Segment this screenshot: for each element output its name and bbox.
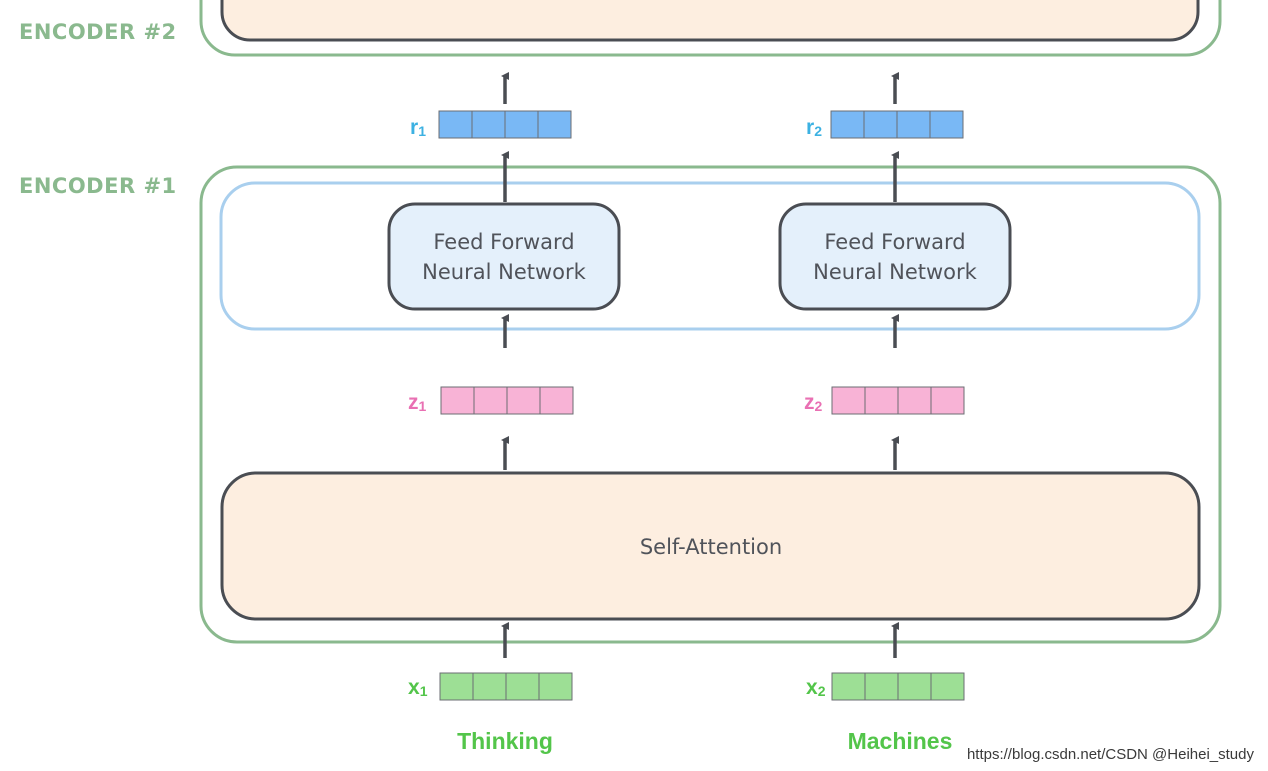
label-x2-sub: 2	[818, 683, 826, 699]
vector-z2	[831, 386, 965, 415]
label-x1-sub: 1	[420, 683, 428, 699]
label-r1: r1	[410, 116, 426, 139]
vec-r2-cell	[929, 110, 964, 139]
label-z2-sub: 2	[815, 398, 823, 414]
ffn-left-line1: Feed Forward	[433, 230, 574, 254]
vector-x2	[831, 672, 965, 701]
vec-x1-cell	[439, 672, 474, 701]
label-x2: x2	[806, 676, 826, 699]
vector-x1	[439, 672, 573, 701]
encoder2-attention-box	[220, 0, 1200, 42]
label-x1: x1	[408, 676, 428, 699]
label-z1-sub: 1	[419, 398, 427, 414]
vec-x1-cell	[505, 672, 540, 701]
ffn-right-line2: Neural Network	[813, 260, 977, 284]
label-z1-letter: z	[408, 391, 419, 414]
encoder2-label: ENCODER #2	[19, 20, 177, 44]
vector-r1	[438, 110, 572, 139]
vec-z2-cell	[864, 386, 899, 415]
vec-r1-cell	[438, 110, 473, 139]
label-r2-letter: r	[806, 116, 814, 139]
vec-z2-cell	[897, 386, 932, 415]
vec-z2-cell	[930, 386, 965, 415]
vec-r2-cell	[863, 110, 898, 139]
vec-x2-cell	[864, 672, 899, 701]
vec-x1-cell	[538, 672, 573, 701]
vec-x1-cell	[472, 672, 507, 701]
label-z1: z1	[408, 391, 427, 414]
ffn-right-line1: Feed Forward	[824, 230, 965, 254]
vec-z1-cell	[473, 386, 508, 415]
self-attention-box	[220, 471, 1201, 621]
vector-r2	[830, 110, 964, 139]
label-z2-letter: z	[804, 391, 815, 414]
encoder1-label: ENCODER #1	[19, 174, 177, 198]
word-machines: Machines	[848, 728, 953, 754]
label-r1-sub: 1	[418, 123, 426, 139]
arrows	[501, 72, 899, 658]
vec-r2-cell	[830, 110, 865, 139]
label-r2-sub: 2	[814, 123, 822, 139]
vec-x2-cell	[930, 672, 965, 701]
label-r2: r2	[806, 116, 822, 139]
vec-r2-cell	[896, 110, 931, 139]
watermark: https://blog.csdn.net/CSDN @Heihei_study	[966, 746, 1254, 763]
vec-x2-cell	[831, 672, 866, 701]
vec-z1-cell	[506, 386, 541, 415]
vec-z2-cell	[831, 386, 866, 415]
vec-r1-cell	[504, 110, 539, 139]
vec-r1-cell	[471, 110, 506, 139]
word-thinking: Thinking	[457, 728, 553, 754]
vec-z1-cell	[440, 386, 475, 415]
label-r1-letter: r	[410, 116, 418, 139]
vec-x2-cell	[897, 672, 932, 701]
ffn-left-line2: Neural Network	[422, 260, 586, 284]
label-x2-letter: x	[806, 676, 818, 699]
vector-z1	[440, 386, 574, 415]
ffn-left-box	[387, 202, 621, 311]
label-x1-letter: x	[408, 676, 420, 699]
label-z2: z2	[804, 391, 823, 414]
encoder1-outer-box	[199, 165, 1222, 644]
ffn-right-box	[778, 202, 1012, 311]
encoder2-outer-box	[199, 0, 1222, 57]
vec-z1-cell	[539, 386, 574, 415]
ffn-group-box	[219, 181, 1201, 331]
self-attention-label: Self-Attention	[640, 535, 782, 559]
vec-r1-cell	[537, 110, 572, 139]
